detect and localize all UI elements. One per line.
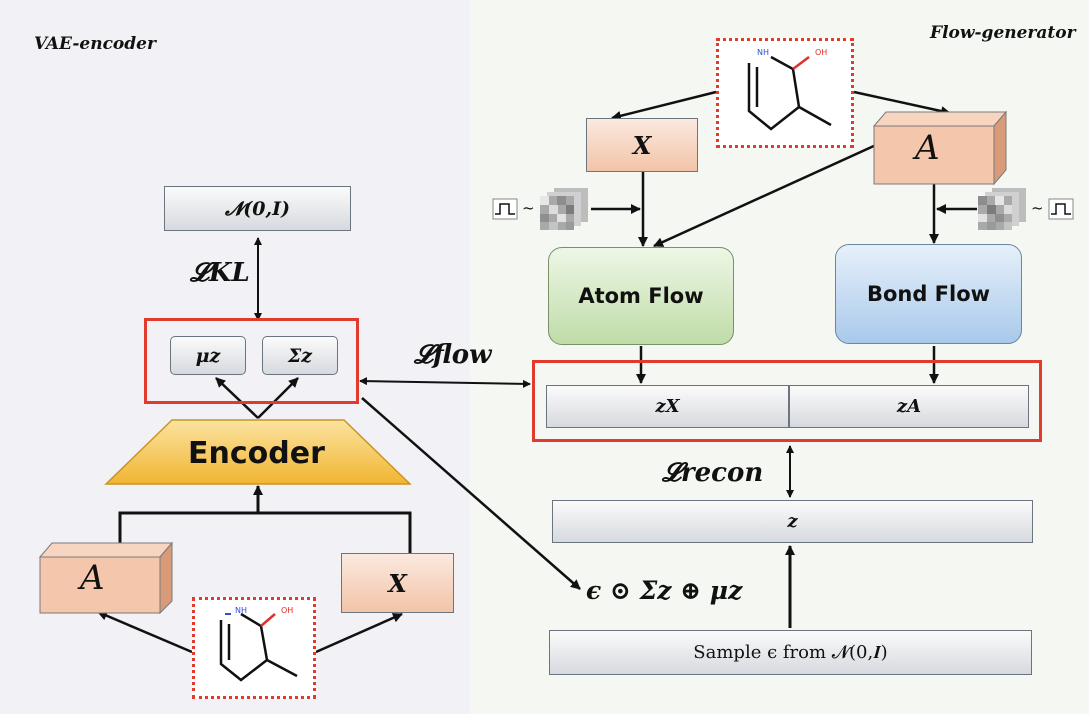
atom-flow-box: Atom Flow xyxy=(548,247,734,345)
mu-box: μz xyxy=(170,336,246,375)
sigma-box: Σz xyxy=(262,336,338,375)
flow-generator-title: Flow-generator xyxy=(930,23,1076,43)
flow-adj-cube xyxy=(872,110,1008,186)
prior-label: 𝓝(0,𝑰) xyxy=(225,197,290,220)
vae-feat-box: X xyxy=(341,553,454,613)
prior-box: 𝓝(0,𝑰) xyxy=(164,186,351,231)
vae-adj-label: A xyxy=(80,558,105,598)
sample-label: Sample ϵ from 𝓝(0,𝑰) xyxy=(693,642,888,663)
vae-nh-label: NH xyxy=(235,606,247,615)
vae-molecule-structure xyxy=(219,612,298,682)
flow-latent-frame xyxy=(532,360,1042,442)
latent-to-reparam-arrow xyxy=(361,397,581,590)
sample-box: Sample ϵ from 𝓝(0,𝑰) xyxy=(549,630,1032,675)
latent-params-frame xyxy=(144,318,359,404)
flow-feat-box: X xyxy=(586,118,698,172)
vae-oh-label: OH xyxy=(281,606,294,615)
encoder-to-mu-arrow xyxy=(215,377,259,419)
noise-right-tilde: ~ xyxy=(1031,199,1044,217)
atom-flow-label: Atom Flow xyxy=(578,284,704,308)
flow-molecule-frame: NH OH xyxy=(716,38,854,148)
flow-loss-arrow xyxy=(359,377,531,388)
flow-oh-label: OH xyxy=(815,48,828,57)
kl-loss-label: 𝓛KL xyxy=(190,258,250,288)
encoder-to-sigma-arrow xyxy=(257,377,299,419)
uniform-noise-icon-left xyxy=(492,198,518,220)
z-label: z xyxy=(787,511,798,532)
flow-feat-label: X xyxy=(632,130,652,160)
vae-adj-cube xyxy=(38,541,174,615)
mol-to-feat-arrow xyxy=(315,612,403,654)
encoder-label: Encoder xyxy=(188,436,325,471)
mol-to-flow-adj-arrow xyxy=(853,90,951,116)
mol-to-adj-arrow xyxy=(97,610,193,654)
vae-molecule-frame: NH OH xyxy=(192,597,316,699)
za-box: zA xyxy=(789,385,1029,428)
za-label: zA xyxy=(896,396,922,417)
encoder-trapezoid xyxy=(104,419,412,485)
bond-flow-label: Bond Flow xyxy=(866,282,991,306)
flow-nh-label: NH xyxy=(757,48,769,57)
sigma-label: Σz xyxy=(287,344,313,367)
adj-to-atomflow-arrow xyxy=(653,133,899,248)
flow-adj-label: A xyxy=(915,128,940,168)
mu-label: μz xyxy=(195,344,221,367)
uniform-noise-icon-right xyxy=(1048,198,1074,220)
vae-encoder-title: VAE-encoder xyxy=(34,34,156,54)
flow-molecule-structure xyxy=(747,55,832,131)
noise-left-tilde: ~ xyxy=(522,199,535,217)
z-box: z xyxy=(552,500,1033,543)
mol-to-flow-feat-arrow xyxy=(611,90,717,121)
zx-box: zX xyxy=(546,385,789,428)
vae-feat-label: X xyxy=(388,568,407,598)
recon-loss-label: 𝓛recon xyxy=(662,458,764,488)
noise-grid-icon-right xyxy=(978,188,1026,230)
zx-label: zX xyxy=(655,396,680,417)
reparam-label: ϵ ⊙ Σz ⊕ μz xyxy=(586,576,743,605)
bond-flow-box: Bond Flow xyxy=(835,244,1022,344)
encoder-input-connector xyxy=(118,511,412,553)
flow-loss-label: 𝓛flow xyxy=(414,340,492,370)
noise-grid-icon-left xyxy=(540,188,588,230)
